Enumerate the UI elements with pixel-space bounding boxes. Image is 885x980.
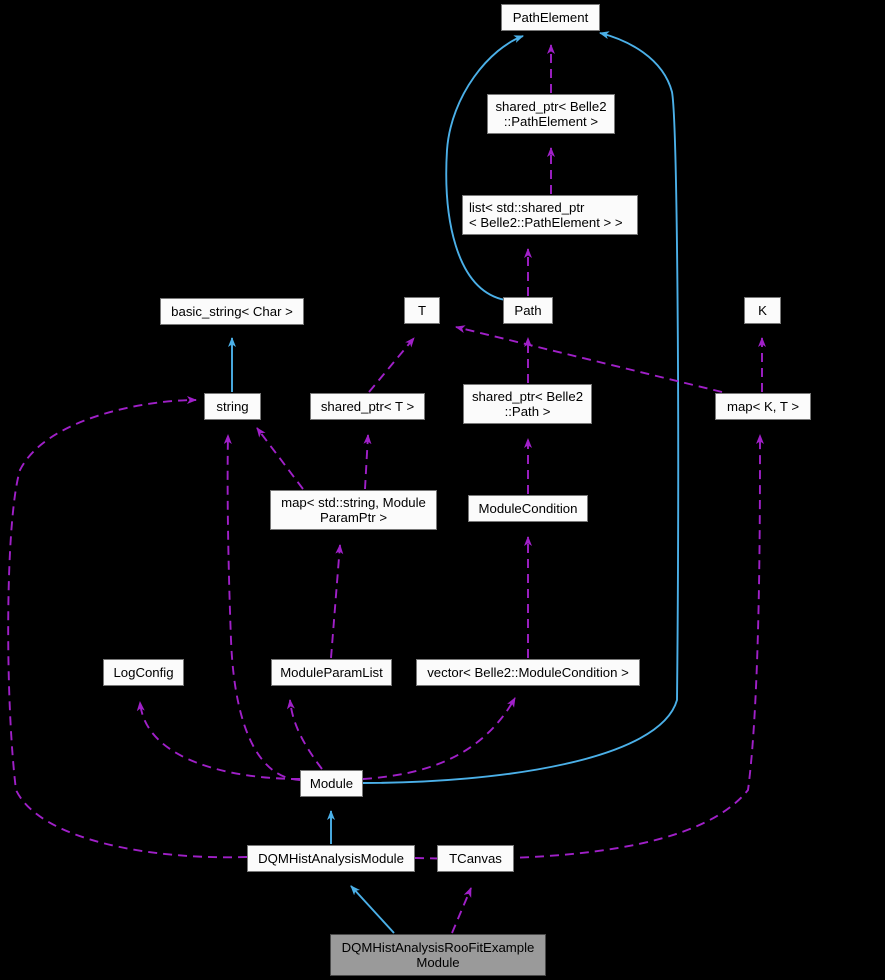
- class-node-dqmroofit[interactable]: DQMHistAnalysisRooFitExample Module: [330, 934, 546, 976]
- class-node-tcanvas[interactable]: TCanvas: [437, 845, 514, 872]
- class-node-sp_path[interactable]: shared_ptr< Belle2 ::Path >: [463, 384, 592, 424]
- edge-module-to-moduleparamlist: [286, 699, 323, 770]
- class-node-dqmhistanalysis[interactable]: DQMHistAnalysisModule: [247, 845, 415, 872]
- edge-dqmroofit-to-tcanvas: [451, 887, 472, 934]
- edge-module-to-vector-modcond: [362, 697, 516, 780]
- edge-moduleparamlist-to-map-str: [330, 544, 344, 659]
- class-node-module[interactable]: Module: [300, 770, 363, 797]
- class-node-modulecond[interactable]: ModuleCondition: [468, 495, 588, 522]
- class-node-string[interactable]: string: [204, 393, 261, 420]
- class-node-moduleparamlist[interactable]: ModuleParamList: [271, 659, 392, 686]
- edge-map-kt-to-t: [455, 325, 723, 393]
- edge-module-to-string: [223, 434, 301, 781]
- class-node-k[interactable]: K: [744, 297, 781, 324]
- class-node-t[interactable]: T: [404, 297, 440, 324]
- edge-map-str-to-sp-t: [363, 434, 372, 490]
- class-node-map_str_mpp[interactable]: map< std::string, Module ParamPtr >: [270, 490, 437, 530]
- class-node-sp_t[interactable]: shared_ptr< T >: [310, 393, 425, 420]
- edge-module-to-logconfig: [136, 701, 301, 780]
- edge-sp-t-to-t: [368, 337, 415, 393]
- edge-dqmhistanalysismodule-to-string: [7, 396, 248, 859]
- class-node-vec_modcond[interactable]: vector< Belle2::ModuleCondition >: [416, 659, 640, 686]
- class-node-map_k_t[interactable]: map< K, T >: [715, 393, 811, 420]
- edge-path-to-pathelement: [445, 35, 524, 301]
- class-node-list_sp_pe[interactable]: list< std::shared_ptr < Belle2::PathElem…: [462, 195, 638, 235]
- edge-map-str-to-string: [256, 427, 304, 490]
- edge-dqmroofit-to-dqmhistanalysismodule: [350, 885, 395, 934]
- class-node-path[interactable]: Path: [503, 297, 553, 324]
- class-node-pathelement[interactable]: PathElement: [501, 4, 600, 31]
- class-node-logconfig[interactable]: LogConfig: [103, 659, 184, 686]
- class-node-sp_pathelement[interactable]: shared_ptr< Belle2 ::PathElement >: [487, 94, 615, 134]
- class-node-basic_string[interactable]: basic_string< Char >: [160, 298, 304, 325]
